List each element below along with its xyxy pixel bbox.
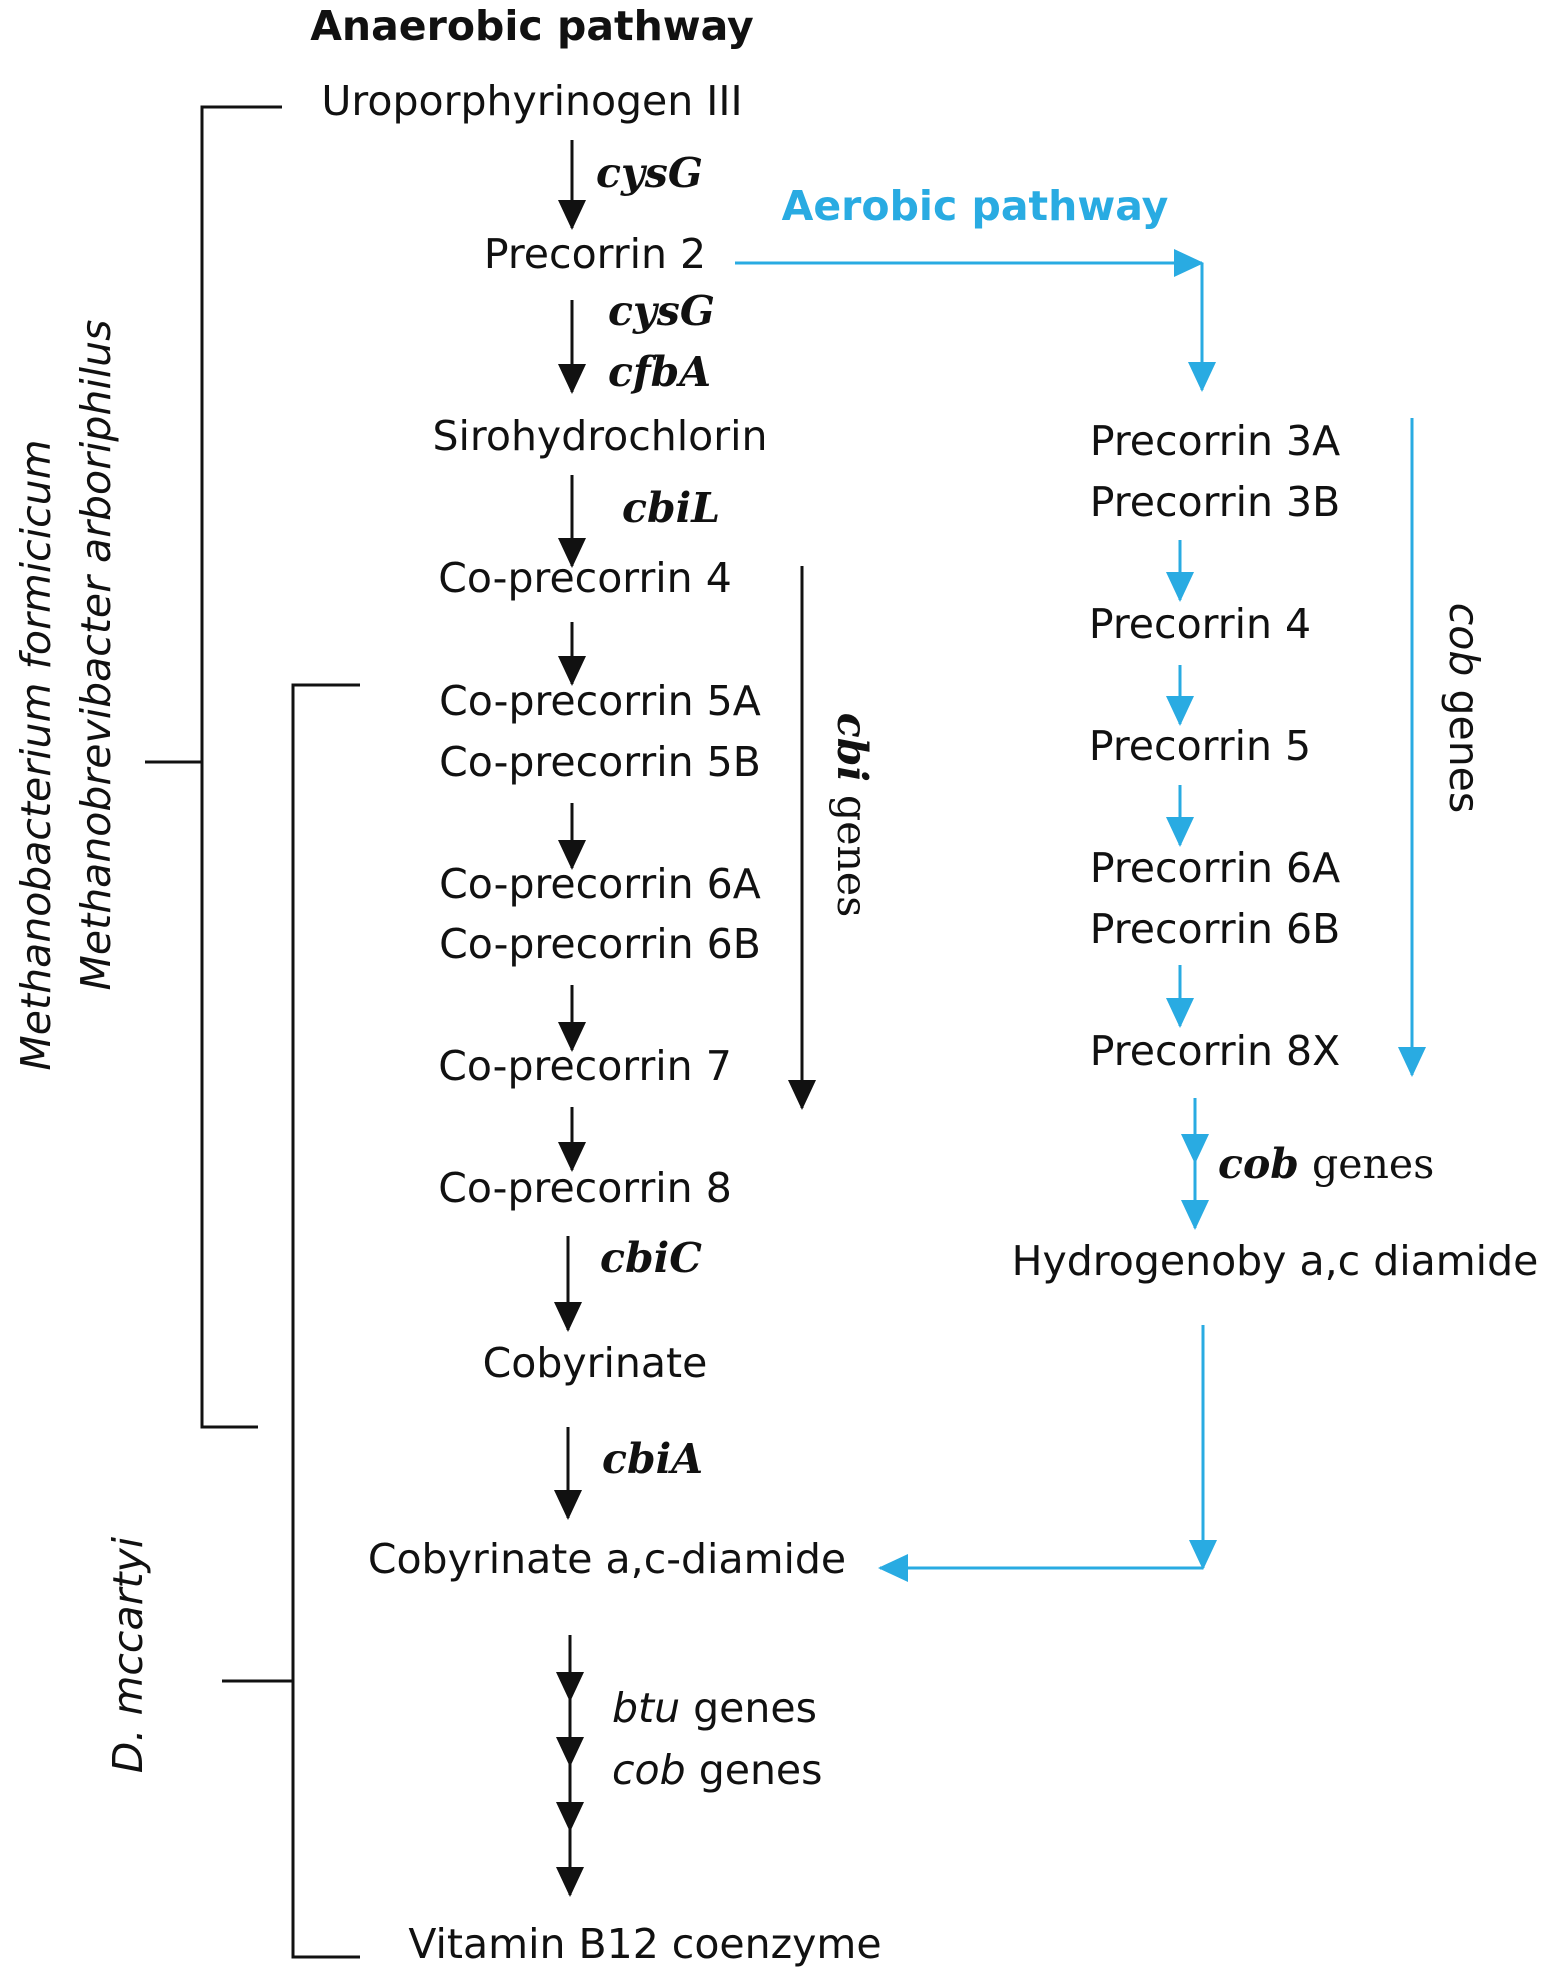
aerobic-pathway-title: Aerobic pathway (782, 182, 1169, 230)
node-precorrin-3b: Precorrin 3B (1090, 478, 1340, 526)
node-vitamin-b12-coenzyme: Vitamin B12 coenzyme (408, 1920, 881, 1968)
dmccartyi-label: D. mccartyi (104, 1536, 152, 1773)
node-co-precorrin-7: Co-precorrin 7 (438, 1042, 732, 1090)
cob-genes-side-label: cob genes (1440, 603, 1488, 814)
node-cobyrinate: Cobyrinate (483, 1339, 708, 1387)
anaerobic-pathway-title: Anaerobic pathway (310, 2, 754, 50)
node-co-precorrin-6a: Co-precorrin 6A (439, 860, 761, 908)
anaerobic-arrows (554, 140, 586, 1897)
node-cobyrinate-ac-diamide: Cobyrinate a,c-diamide (368, 1535, 846, 1583)
node-co-precorrin-5b: Co-precorrin 5B (439, 738, 761, 786)
node-precorrin-4: Precorrin 4 (1089, 600, 1311, 648)
node-precorrin-5: Precorrin 5 (1089, 722, 1311, 770)
node-uroporphyrinogen-iii: Uroporphyrinogen III (321, 77, 742, 125)
node-co-precorrin-5a: Co-precorrin 5A (439, 677, 761, 725)
node-precorrin-6b: Precorrin 6B (1090, 905, 1340, 953)
cob-genes-aerobic-label: cob genes (1218, 1140, 1434, 1188)
gene-cfba: cfbA (608, 348, 711, 396)
methanobrevibacter-label: Methanobrevibacter arboriphilus (72, 320, 120, 991)
gene-btu-genes: btu genes (612, 1684, 817, 1732)
gene-cysg-2: cysG (608, 287, 715, 335)
cbi-genes-label: cbi genes (828, 713, 876, 917)
gene-cbil: cbiL (622, 484, 720, 532)
node-sirohydrochlorin: Sirohydrochlorin (432, 412, 767, 460)
node-co-precorrin-6b: Co-precorrin 6B (439, 920, 761, 968)
gene-cbia: cbiA (602, 1435, 703, 1483)
methanogen-bracket (145, 105, 282, 1429)
node-precorrin-2: Precorrin 2 (484, 230, 706, 278)
gene-cbic: cbiC (600, 1234, 702, 1282)
gene-cysg-1: cysG (596, 149, 703, 197)
methanobacterium-label: Methanobacterium formicicum (12, 439, 60, 1070)
dmccartyi-bracket (222, 683, 360, 1959)
gene-cob-genes-final: cob genes (612, 1746, 823, 1794)
node-hydrogenoby-ac-diamide: Hydrogenoby a,c diamide (1012, 1237, 1539, 1285)
node-co-precorrin-8: Co-precorrin 8 (438, 1164, 732, 1212)
node-precorrin-3a: Precorrin 3A (1090, 417, 1340, 465)
node-co-precorrin-4: Co-precorrin 4 (438, 554, 732, 602)
node-precorrin-6a: Precorrin 6A (1090, 844, 1340, 892)
node-precorrin-8x: Precorrin 8X (1090, 1027, 1340, 1075)
aerobic-arrows (735, 249, 1426, 1582)
